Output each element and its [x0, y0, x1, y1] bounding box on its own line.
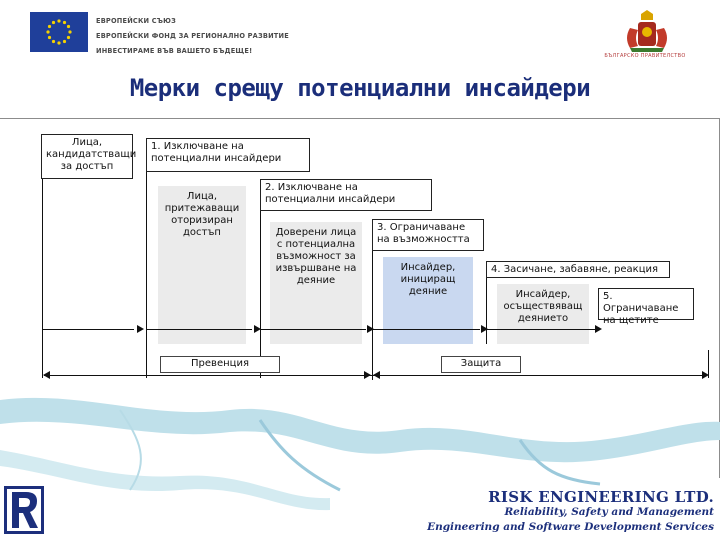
eu-line-2: ЕВРОПЕЙСКИ ФОНД ЗА РЕГИОНАЛНО РАЗВИТИЕ [96, 32, 289, 40]
eu-fund-text: ЕВРОПЕЙСКИ СЪЮЗ ЕВРОПЕЙСКИ ФОНД ЗА РЕГИО… [96, 14, 336, 59]
arrow-4-head [481, 325, 488, 333]
measure-4-label: 4. Засичане, забавяне, реакция [491, 264, 659, 275]
phase-arrow-right-head [702, 371, 709, 379]
measure-3-line [372, 251, 373, 378]
arrow-3-head [367, 325, 374, 333]
measure-1: 1. Изключване на потенциални инсайдери [146, 138, 310, 172]
company-tagline-1: Reliability, Safety and Management [504, 506, 714, 518]
arrow-5 [486, 329, 595, 330]
page-title: Мерки срещу потенциални инсайдери [129, 74, 591, 102]
phase-arrow-left-head [43, 371, 50, 379]
column-insider-executing: Инсайдер, осъществяващ деянието [497, 284, 589, 344]
arrow-1-head [137, 325, 144, 333]
arrow-5-head [595, 325, 602, 333]
arrow-2 [146, 329, 252, 330]
bulgarian-crest-logo [616, 8, 678, 54]
column-trusted-label: Доверени лица с потенциална възможност з… [275, 227, 357, 286]
phase-protection: Защита [441, 356, 521, 373]
measure-1-line [146, 172, 147, 378]
measure-2-line [260, 211, 261, 378]
arrow-1 [42, 329, 134, 330]
measure-1-label: 1. Изключване на потенциални инсайдери [151, 141, 282, 164]
column-insider-initiating: Инсайдер, инициращ деяние [383, 257, 473, 344]
crest-caption: БЪЛГАРСКО ПРАВИТЕЛСТВО [604, 53, 686, 59]
column-insider-executing-label: Инсайдер, осъществяващ деянието [503, 289, 583, 324]
measure-2-label: 2. Изключване на потенциални инсайдери [265, 182, 396, 205]
column-trusted: Доверени лица с потенциална възможност з… [270, 222, 362, 344]
measure-4-line [486, 278, 487, 344]
measure-5: 5. Ограничаване на щетите [598, 288, 694, 326]
eu-flag-logo [30, 12, 88, 52]
column-authorized: Лица, притежаващи оторизиран достъп [158, 186, 246, 344]
measure-3: 3. Ограничаване на възможността [372, 219, 484, 251]
measure-2: 2. Изключване на потенциални инсайдери [260, 179, 432, 211]
right-end-line [708, 350, 709, 378]
column-applicants-line [42, 179, 43, 378]
risk-engineering-logo [4, 486, 44, 534]
column-authorized-label: Лица, притежаващи оторизиран достъп [164, 191, 240, 238]
company-name: RISK ENGINEERING LTD. [488, 488, 714, 506]
column-applicants: Лица, кандидатстващи за достъп [41, 134, 137, 179]
eu-line-3: ИНВЕСТИРАМЕ ВЪВ ВАШЕТО БЪДЕЩЕ! [96, 47, 253, 55]
measure-4: 4. Засичане, забавяне, реакция [486, 261, 670, 278]
phase-divider-head-left [364, 371, 371, 379]
measure-5-label: 5. Ограничаване на щетите [603, 291, 679, 326]
column-applicants-label: Лица, кандидатстващи за достъп [46, 137, 137, 172]
eu-line-1: ЕВРОПЕЙСКИ СЪЮЗ [96, 17, 177, 25]
column-insider-initiating-label: Инсайдер, инициращ деяние [400, 262, 456, 297]
arrow-4 [372, 329, 480, 330]
phase-prevention: Превенция [160, 356, 280, 373]
phase-divider [372, 366, 373, 380]
phase-divider-head-right [373, 371, 380, 379]
company-tagline-2: Engineering and Software Development Ser… [427, 521, 714, 533]
river-map-background [0, 397, 720, 511]
arrow-2-head [254, 325, 261, 333]
measure-3-label: 3. Ограничаване на възможността [377, 222, 470, 245]
arrow-3 [260, 329, 366, 330]
